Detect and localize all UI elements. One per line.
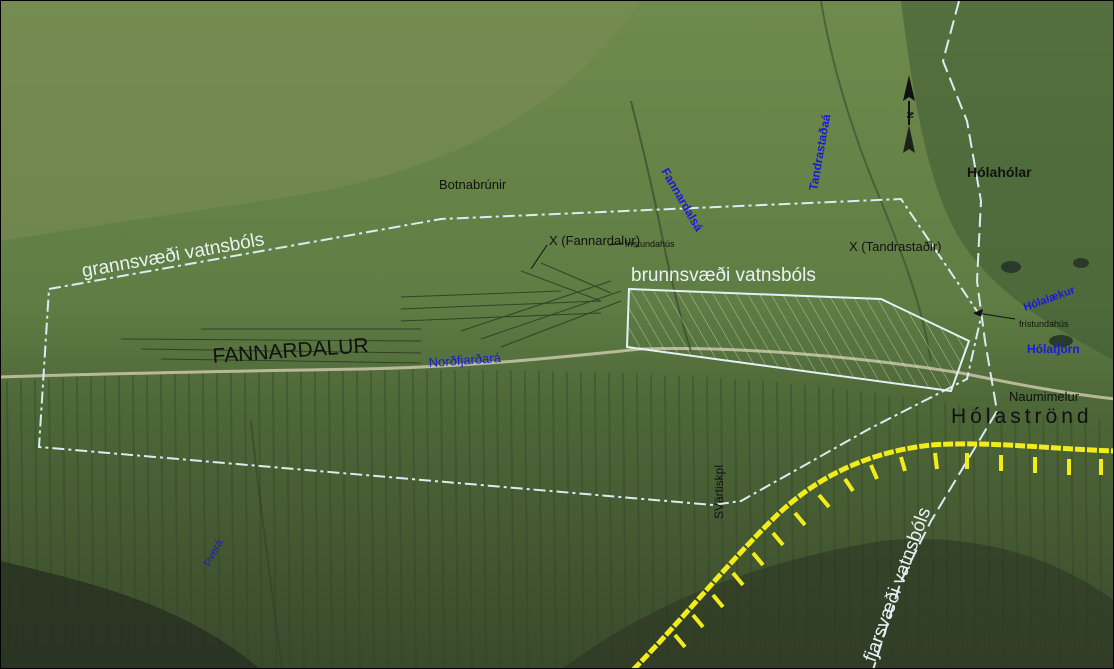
terrain-cliff-shadow xyxy=(1,561,259,668)
road-embankment-ticks xyxy=(673,452,1103,649)
label-naumimelur: Naumimelur xyxy=(1009,389,1080,404)
arrowhead-2 xyxy=(973,309,983,317)
lake-small-2 xyxy=(1073,258,1089,268)
label-point-tandrastadir: X (Tandrastaðir) xyxy=(849,239,941,254)
label-svartitindur: SVärtiskpl xyxy=(712,465,726,519)
stream-thvera xyxy=(250,420,284,668)
label-nordfjardara: Norðfjarðará xyxy=(428,350,502,370)
label-fristundahus-1: frístundahús xyxy=(625,239,675,249)
grannsvaedi-boundary xyxy=(37,197,983,507)
lake-small-1 xyxy=(1001,261,1021,273)
label-holastrond: Hólaströnd xyxy=(951,405,1093,428)
fjarsvaedi-boundary xyxy=(872,1,999,668)
fannardalur-pointer xyxy=(530,244,548,270)
brunnsvaedi-zone xyxy=(625,287,971,393)
label-holatjorn: Hólatjörn xyxy=(1027,342,1080,356)
fristundahus-arrow-2 xyxy=(976,312,1016,320)
label-botnabrunir: Botnabrúnir xyxy=(439,177,507,192)
label-holaholar: Hólahólar xyxy=(967,164,1032,180)
fristundahus-arrow-1 xyxy=(608,242,624,246)
lake-holatjorn xyxy=(1049,335,1073,347)
river-nordfjardara xyxy=(1,347,1113,401)
label-fristundahus-2: frístundahús xyxy=(1019,319,1069,329)
terrain-cliff-shadow-right xyxy=(563,539,1113,668)
label-point-fannardalur: X (Fannardalur) xyxy=(549,233,640,248)
landslide-hatching xyxy=(120,262,622,364)
north-arrow-icon xyxy=(903,75,915,153)
north-arrow-letter: N xyxy=(905,112,915,119)
road-line xyxy=(631,441,1113,668)
label-brunnsvaedi: brunnsvæði vatnsbóls xyxy=(631,265,816,286)
terrain-upper-slope xyxy=(1,1,641,241)
